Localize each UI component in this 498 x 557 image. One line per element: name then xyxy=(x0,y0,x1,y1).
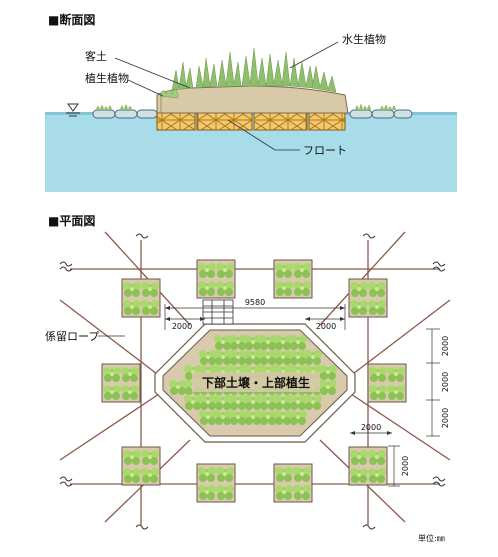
pad-top-center-right xyxy=(274,260,312,298)
small-floats-left xyxy=(92,104,158,119)
pad-bottom-right xyxy=(349,447,387,485)
section-title: ■断面図 xyxy=(48,12,95,27)
dim-vert-1: 2000 xyxy=(441,336,450,356)
central-island: 下部土壌・上部植生 xyxy=(154,323,356,443)
dim-vert-3: 2000 xyxy=(441,408,450,428)
pad-bottom-center-right xyxy=(274,464,312,502)
pad-mid-left xyxy=(102,364,140,402)
pad-bottom-center-left xyxy=(197,464,235,502)
break-symbols xyxy=(59,233,446,530)
aquatic-plants xyxy=(171,47,337,93)
dimension-arrows xyxy=(165,306,392,435)
dim-lower-horiz: 2000 xyxy=(361,423,381,432)
label-aquatic-plants: 水生植物 xyxy=(342,32,386,46)
label-soil: 客土 xyxy=(85,49,107,63)
dimension-lines xyxy=(164,304,440,487)
dim-left-offset: 2000 xyxy=(172,322,192,331)
center-label: 下部土壌・上部植生 xyxy=(202,375,310,390)
access-stair xyxy=(202,299,234,325)
plan-title: ■平面図 xyxy=(48,214,95,228)
unit-label: 単位:㎜ xyxy=(418,533,445,543)
pad-top-center-left xyxy=(197,260,235,298)
dim-lower-vert: 2000 xyxy=(401,456,410,476)
section-leaders xyxy=(114,41,339,151)
pad-top-left xyxy=(122,279,160,317)
water-level-mark xyxy=(66,103,80,117)
float-crates xyxy=(156,112,346,131)
label-planted-plants: 植生植物 xyxy=(85,71,129,85)
pad-top-right xyxy=(349,279,387,317)
small-floats-right xyxy=(349,104,413,119)
pad-mid-right xyxy=(368,364,406,402)
soil-edge xyxy=(156,94,162,113)
dim-right-offset: 2000 xyxy=(316,322,336,331)
pad-bottom-left xyxy=(122,447,160,485)
label-mooring-rope: 係留ロープ xyxy=(45,330,99,343)
dim-top-length: 9580 xyxy=(245,298,265,307)
soil-mound xyxy=(156,85,349,114)
dim-vert-2: 2000 xyxy=(441,372,450,392)
planted-plants xyxy=(159,89,179,99)
label-float: フロート xyxy=(303,144,347,157)
